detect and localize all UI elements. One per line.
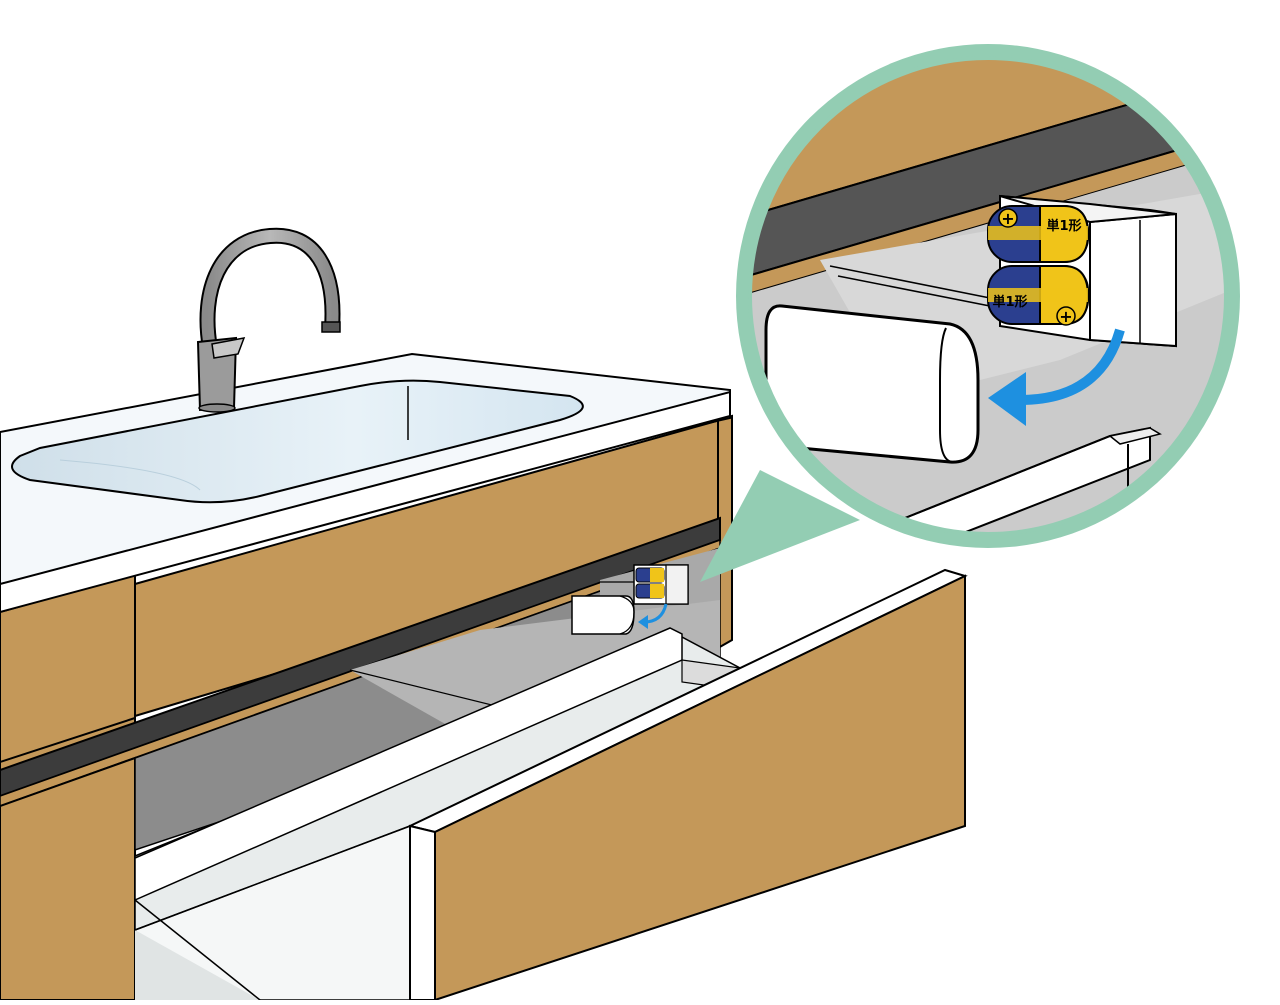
battery-label-top: 単1形 (1046, 218, 1081, 234)
battery-icon: + 単1形 (987, 205, 1090, 263)
curved-arrow-head-icon (988, 372, 1026, 426)
sink-basin (11, 379, 584, 504)
battery-icon: + 単1形 (987, 265, 1090, 326)
battery-box-small (600, 564, 689, 605)
callout-pointer (700, 470, 860, 582)
sensor-unit-small (571, 595, 635, 635)
countertop-edge (0, 390, 731, 614)
curved-arrow-head-icon (638, 615, 648, 629)
sensor-unit-large (764, 304, 980, 464)
battery-box-large: + 単1形 + 単1形 (987, 194, 1177, 348)
faucet-icon (196, 227, 341, 413)
curved-arrow-icon (1019, 328, 1125, 405)
battery-plus-bottom: + (1059, 307, 1072, 326)
open-drawer (134, 568, 968, 1002)
drawer-front-side-edge (409, 824, 436, 1001)
countertop (0, 352, 731, 614)
battery-label-bottom: 単1形 (992, 294, 1027, 310)
battery-plus-top: + (1001, 209, 1014, 228)
zoom-view: + 単1形 + 単1形 (750, 58, 1226, 534)
drawer-inner-panel (134, 627, 683, 902)
interior-light-side (350, 600, 720, 738)
